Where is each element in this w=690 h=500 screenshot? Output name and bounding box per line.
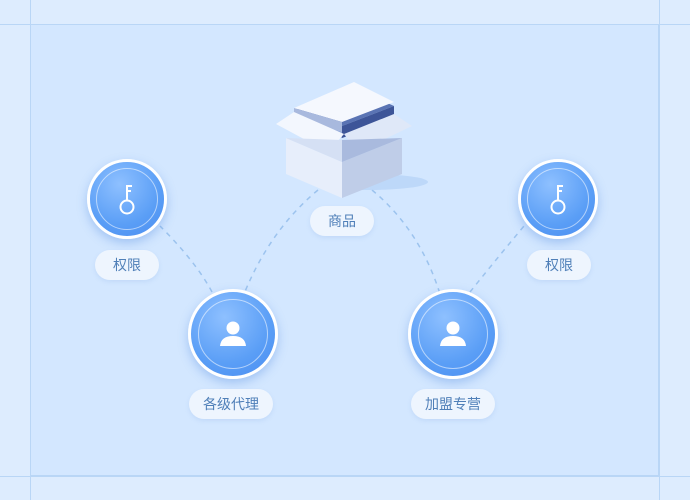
right-franchise-node — [408, 289, 498, 379]
product-label: 商品 — [310, 206, 374, 236]
connector-agent-to-permission — [159, 225, 213, 293]
right-permission-label: 权限 — [527, 250, 591, 280]
left-agent-label-text: 各级代理 — [203, 397, 259, 413]
left-permission-label-text: 权限 — [113, 258, 141, 274]
key-icon — [119, 185, 135, 215]
right-permission-node — [518, 159, 598, 239]
left-permission-node — [87, 159, 167, 239]
guide-line-right — [659, 0, 660, 500]
node-inner-ring — [96, 168, 158, 230]
node-inner-ring — [198, 299, 268, 369]
product-label-text: 商品 — [328, 214, 356, 230]
left-agent-label: 各级代理 — [189, 389, 273, 419]
node-inner-ring — [527, 168, 589, 230]
left-agent-node — [188, 289, 278, 379]
guide-line-bottom — [0, 476, 690, 477]
right-franchise-label-text: 加盟专营 — [425, 397, 481, 413]
guide-line-left — [30, 0, 31, 500]
user-icon — [440, 321, 466, 346]
guide-line-top — [0, 24, 690, 25]
node-inner-ring — [418, 299, 488, 369]
key-icon — [550, 185, 566, 215]
right-permission-label-text: 权限 — [545, 258, 573, 274]
product-box-icon — [268, 80, 428, 200]
user-icon — [220, 321, 246, 346]
connector-franchise-to-permission — [469, 225, 525, 293]
right-franchise-label: 加盟专营 — [411, 389, 495, 419]
connector-product-to-franchise — [371, 189, 441, 295]
left-permission-label: 权限 — [95, 250, 159, 280]
connector-product-to-agent — [243, 189, 319, 295]
